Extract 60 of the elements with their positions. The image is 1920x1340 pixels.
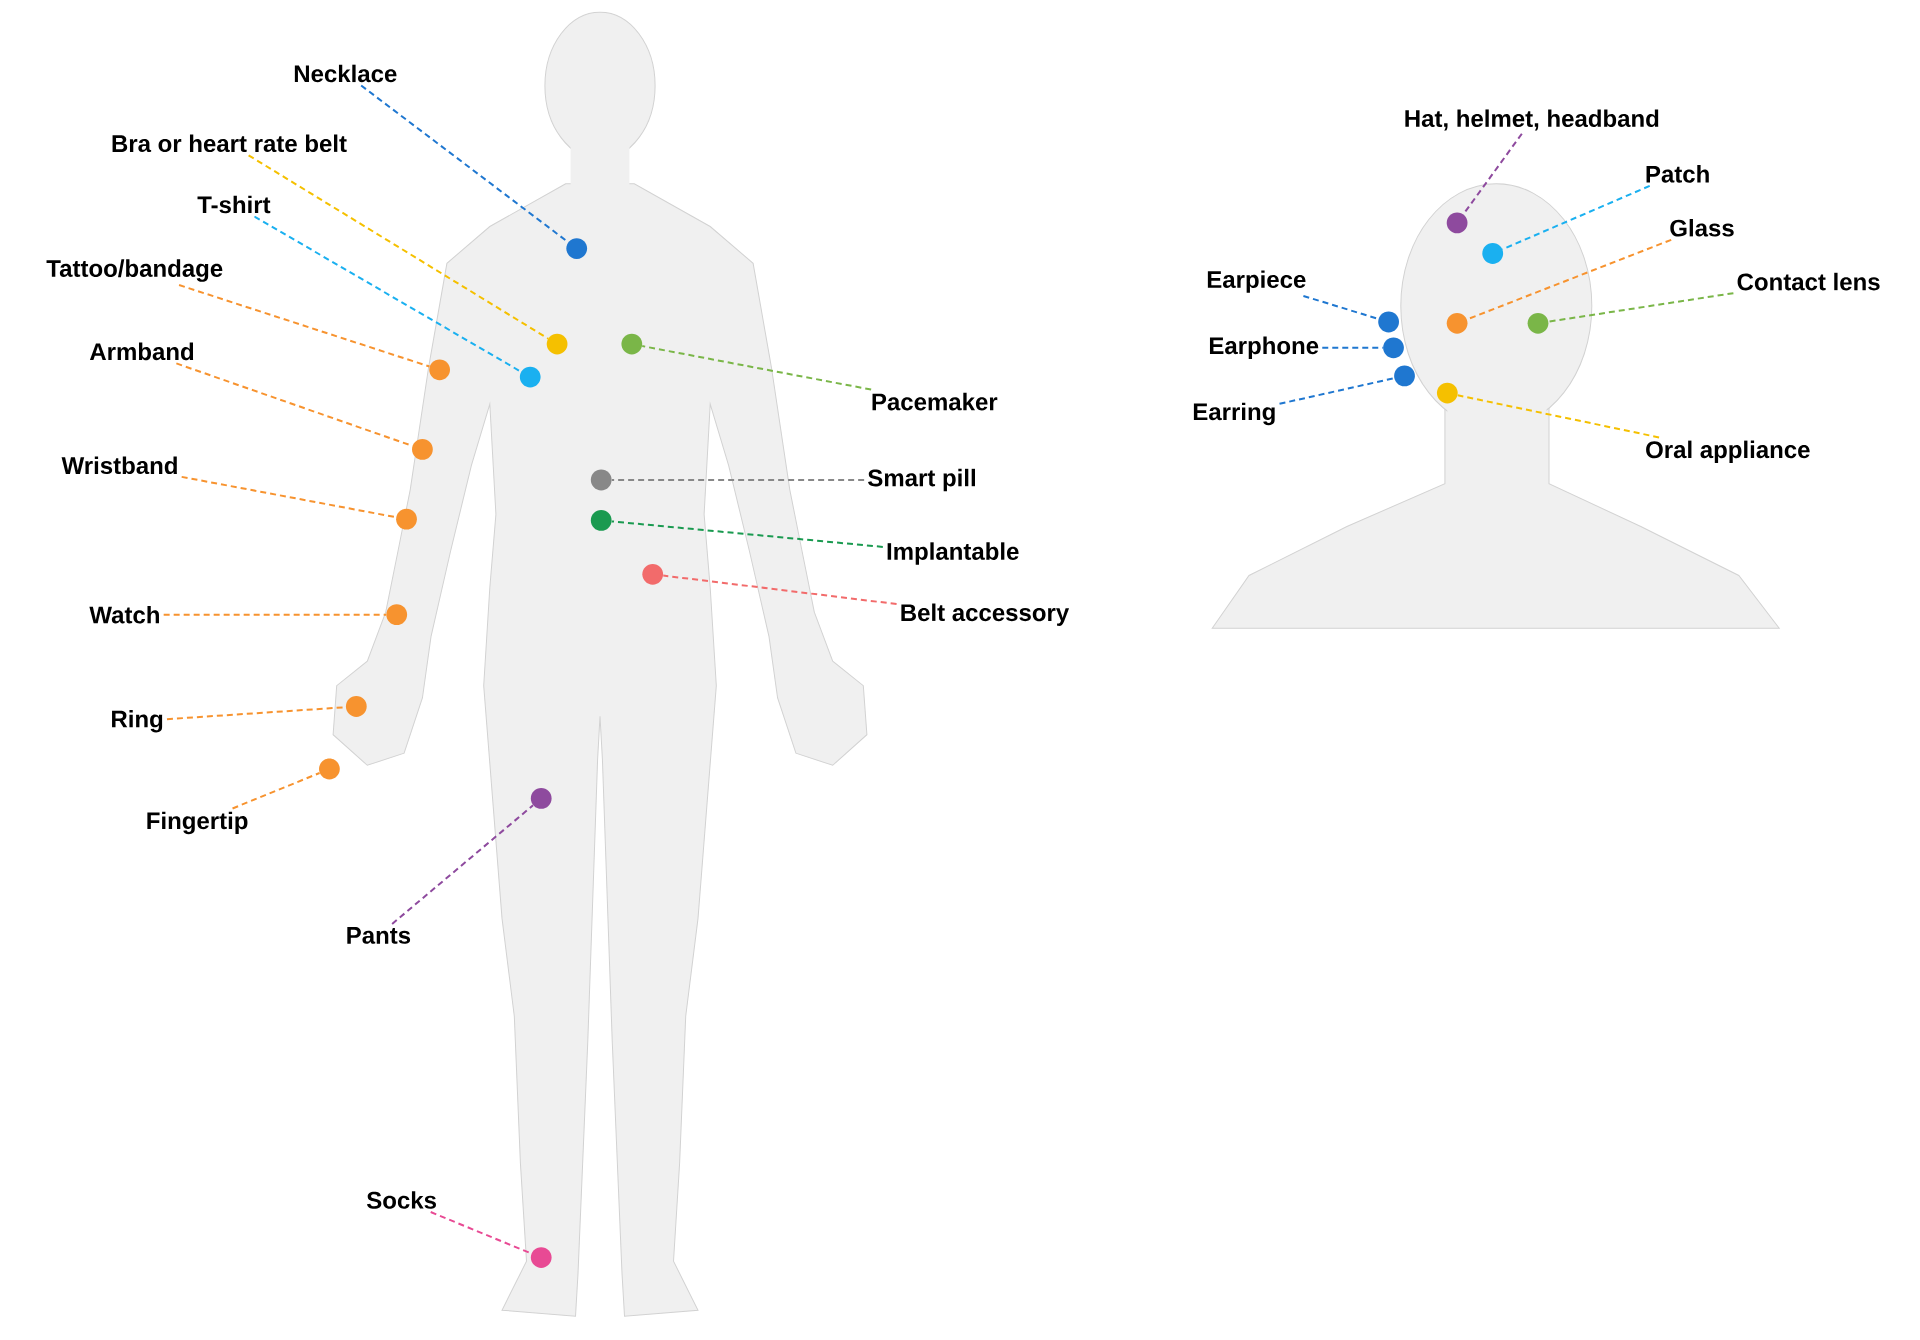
label: Earring	[1193, 402, 1275, 426]
label: Oral appliance	[1646, 440, 1810, 463]
leader-line	[1278, 377, 1396, 405]
label: Bra or heart rate belt	[112, 134, 347, 153]
label: Tattoo/bandage	[46, 259, 223, 282]
label: Smart pill	[868, 468, 975, 492]
label: Patch	[1646, 165, 1709, 183]
marker-dot	[386, 604, 408, 626]
label: Wristband	[61, 456, 177, 475]
leader-line	[162, 613, 388, 616]
marker-dot	[1527, 312, 1549, 334]
marker-dot	[519, 366, 541, 388]
marker-dot	[530, 788, 552, 809]
label: Belt accessory	[901, 603, 1070, 626]
leader-line	[662, 574, 898, 606]
marker-dot	[319, 758, 340, 780]
label: Watch	[89, 605, 159, 624]
label: Pants	[347, 927, 411, 944]
label: Ring	[112, 709, 163, 733]
label: Socks	[366, 1191, 436, 1209]
leader-line	[178, 284, 431, 368]
marker-dot	[1446, 212, 1468, 234]
label: Contact lens	[1737, 272, 1880, 291]
leader-line	[247, 154, 550, 340]
marker-dot	[642, 563, 664, 585]
leader-line	[391, 804, 535, 925]
leader-line	[610, 520, 884, 548]
marker-dot	[1394, 365, 1415, 387]
marker-dot	[429, 359, 450, 381]
leader-line	[1321, 346, 1384, 349]
marker-dot	[1436, 382, 1458, 404]
marker-dot	[590, 510, 612, 531]
leader-line	[610, 479, 866, 481]
marker-dot	[1378, 311, 1399, 333]
label: Earpiece	[1207, 270, 1306, 293]
leader-line	[641, 345, 873, 391]
label: Hat, helmet, headband	[1405, 109, 1659, 131]
leader-line	[175, 362, 414, 447]
marker-dot	[530, 1247, 552, 1268]
marker-dot	[1482, 243, 1504, 264]
label: Earphone	[1209, 336, 1319, 359]
label: Necklace	[294, 64, 397, 83]
label: Implantable	[887, 542, 1019, 565]
marker-dot	[412, 439, 433, 460]
marker-dot	[1383, 337, 1404, 359]
marker-dot	[546, 333, 568, 355]
label: Pacemaker	[872, 392, 998, 411]
label: T-shirt	[197, 195, 271, 214]
leader-line	[231, 772, 321, 810]
marker-dot	[621, 333, 643, 355]
label: Fingertip	[147, 811, 248, 835]
marker-dot	[590, 469, 612, 491]
leader-line	[1547, 292, 1735, 323]
marker-dot	[345, 696, 367, 717]
marker-dot	[1446, 312, 1468, 334]
marker-dot	[566, 238, 588, 259]
marker-dot	[396, 508, 417, 530]
leader-line	[1456, 394, 1661, 439]
label: Armband	[89, 342, 194, 361]
label: Glass	[1670, 219, 1734, 237]
